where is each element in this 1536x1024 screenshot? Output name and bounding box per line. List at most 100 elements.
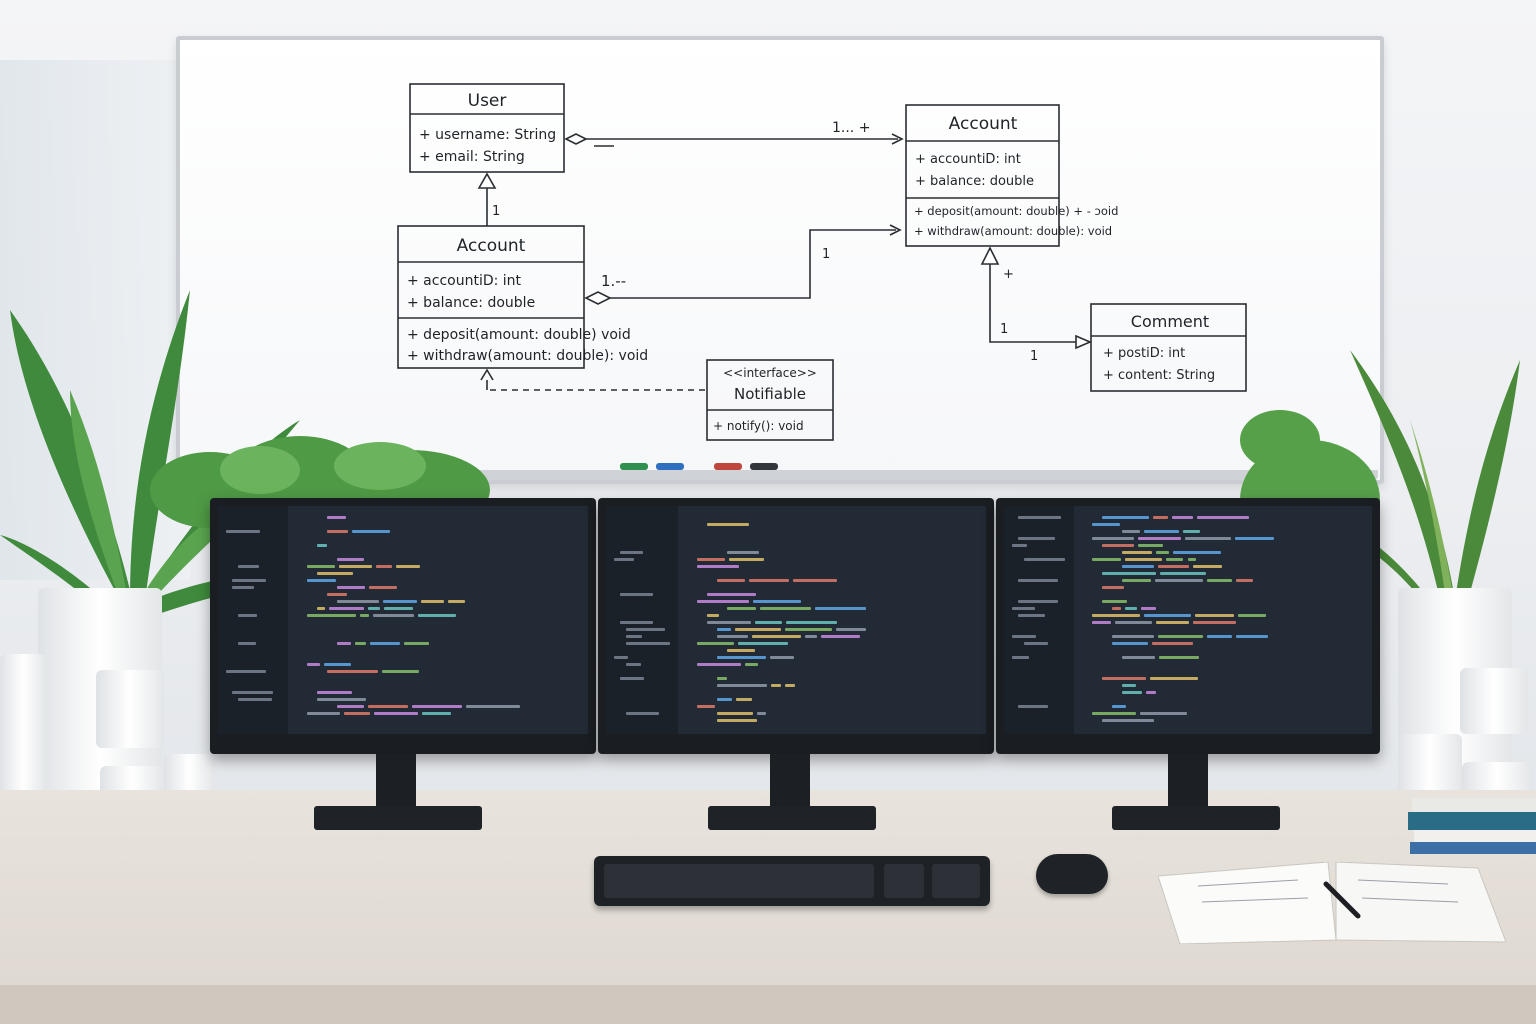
account-right-attr-balance: + balance: double [915,174,1034,189]
sidebar-line [620,551,643,554]
sidebar-line [1012,607,1036,610]
sidebar-line [614,558,634,561]
code-line [1141,607,1157,610]
code-line [717,719,757,722]
code-line [1122,530,1141,533]
code-line [1092,621,1112,624]
code-line [717,677,728,680]
code-line [1102,516,1149,519]
code-line [316,691,353,694]
sidebar-line [1012,544,1027,547]
sidebar-line [626,635,643,638]
code-line [759,607,812,610]
sidebar-line [232,586,254,589]
monitor-right [996,498,1380,754]
code-line [1207,635,1232,638]
monitor-left-base [314,806,482,830]
code-line [1152,642,1194,645]
code-line [1092,537,1134,540]
monitor-right-stand [1168,754,1208,816]
account-left-method-deposit: + deposit(amount: double) void [407,327,631,343]
sidebar-line [1018,579,1059,582]
code-line [727,551,759,554]
code-line [323,663,351,666]
code-line [1238,614,1267,617]
code-line [1122,565,1155,568]
interface-method-notify: + notify(): void [713,419,804,433]
code-line [368,607,381,610]
code-line [316,698,367,701]
sidebar-line [226,530,261,533]
code-line [1122,579,1152,582]
sidebar-line [1018,614,1045,617]
code-line [367,705,409,708]
monitor-center-screen [606,506,986,734]
account-left-class-name: Account [457,236,526,256]
comment-class-name: Comment [1131,312,1209,331]
code-line [306,579,336,582]
code-line [697,663,742,666]
code-line [836,628,866,631]
code-line [1143,614,1192,617]
code-line [306,614,357,617]
code-line [1235,537,1275,540]
sidebar-line [238,642,257,645]
blue-marker-icon [656,463,684,470]
plant-pot-small-left-1 [96,670,164,748]
monitor-right-base [1112,806,1280,830]
code-line [815,607,866,610]
code-line [736,698,753,701]
code-line [1207,579,1233,582]
code-line [1235,635,1268,638]
code-line [447,600,466,603]
whiteboard-tray [178,470,1378,480]
plant-pot-small-right-1 [1460,668,1528,734]
code-line [770,656,795,659]
code-line [1155,621,1190,624]
code-line [1145,691,1157,694]
comment-attr-postid: + postiD: int [1103,346,1185,361]
code-line [717,628,732,631]
multiplicity-account-right-plus: + [1003,267,1014,282]
code-line [1156,551,1169,554]
sidebar-line [238,698,273,701]
sidebar-line [626,712,659,715]
code-line [735,628,781,631]
monitor-center [598,498,994,754]
code-line [752,635,801,638]
code-line [381,670,419,673]
code-line [351,530,391,533]
pen-icon [1322,880,1362,920]
code-line [1112,642,1149,645]
code-line [727,607,756,610]
monitor-left [210,498,596,754]
code-line [1182,530,1201,533]
interface-name: Notifiable [734,385,806,403]
sidebar-line [626,642,670,645]
code-line [1171,516,1194,519]
code-line [1159,572,1206,575]
code-line [1144,530,1179,533]
multiplicity-user-account-top: 1... + [832,120,870,136]
code-line [1172,551,1222,554]
code-line [784,628,833,631]
monitor-left-screen [218,506,588,734]
code-line [1102,544,1134,547]
code-line [329,607,365,610]
sidebar-line [620,593,653,596]
code-line [1102,677,1147,680]
sidebar-line [620,621,653,624]
code-line [383,600,417,603]
code-line [339,565,373,568]
code-line [717,698,733,701]
code-line [344,712,371,715]
code-line [326,516,347,519]
sidebar-line [232,691,274,694]
code-line [384,607,414,610]
code-line [1122,656,1156,659]
account-left-attr-id: + accountiD: int [407,273,522,289]
code-line [336,705,364,708]
account-right-class-name: Account [949,114,1018,134]
multiplicity-account-right-link: 1 [822,247,830,262]
